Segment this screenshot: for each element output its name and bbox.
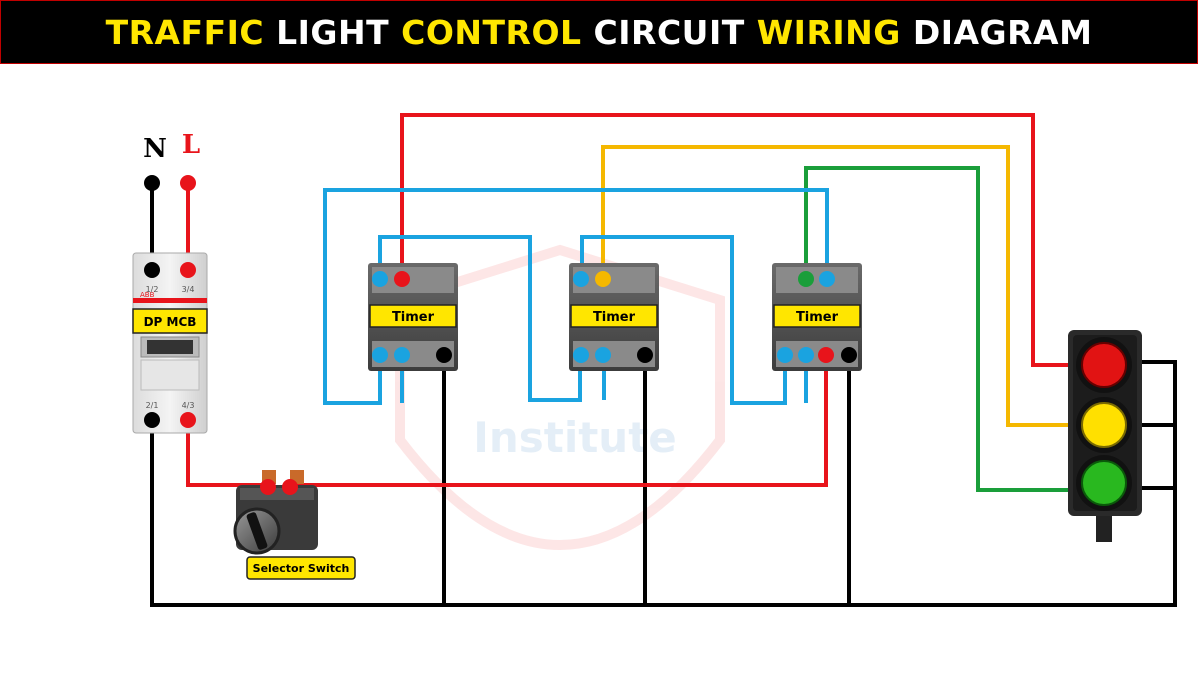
mcb-terminal-4: 4/3 — [182, 401, 195, 410]
title-bar: TRAFFIC LIGHT CONTROL CIRCUIT WIRING DIA… — [0, 0, 1198, 64]
wire-red-to-switch — [186, 420, 268, 487]
yellow-lamp — [1081, 402, 1127, 448]
mcb-terminal-3: 3/4 — [182, 285, 195, 294]
mcb-terminal-1: 1/2 — [146, 285, 159, 294]
timer-3-pin-bottom-4 — [841, 347, 857, 363]
timer-3-pin-bottom-2 — [798, 347, 814, 363]
mcb-bottom-right-terminal — [180, 412, 196, 428]
timer-1-pin-bottom-4 — [436, 347, 452, 363]
neutral-label: N — [143, 134, 167, 164]
timer-1-label: Timer — [392, 310, 435, 325]
title-word-1: TRAFFIC — [105, 12, 265, 52]
timer-3-label: Timer — [796, 310, 839, 325]
timer-1: Timer — [368, 263, 458, 371]
timer-3-pin-bottom-1 — [777, 347, 793, 363]
wire-blue-outer — [323, 188, 829, 405]
mcb-label: DP MCB — [144, 315, 197, 329]
mcb-top-left-terminal — [144, 262, 160, 278]
timer-2-label: Timer — [593, 310, 636, 325]
wire-red-lamp — [400, 113, 1080, 367]
title-word-5: WIRING — [756, 12, 901, 52]
timer-1-pin-bottom-1 — [372, 347, 388, 363]
wire-blue-t2-t3 — [580, 235, 787, 405]
traffic-light — [1068, 330, 1142, 542]
neutral-terminal — [144, 175, 160, 191]
mcb-top-right-terminal — [180, 262, 196, 278]
line-label: L — [182, 130, 200, 160]
timer-1-pin-bottom-2 — [394, 347, 410, 363]
wire-green-lamp — [804, 166, 1080, 492]
timer-3-pin-top-2 — [819, 271, 835, 287]
timer-2: Timer — [569, 263, 659, 371]
line-terminal — [180, 175, 196, 191]
wire-blue-t1-t2 — [378, 235, 582, 402]
watermark-text: Institute — [473, 413, 677, 462]
timer-2-pin-bottom-1 — [573, 347, 589, 363]
selector-switch-label-box — [246, 556, 356, 580]
mcb-terminal-2: 2/1 — [146, 401, 159, 410]
watermark: Institute — [395, 244, 725, 550]
timer-3-pin-top-1 — [798, 271, 814, 287]
timer-3-pin-bottom-3 — [818, 347, 834, 363]
selector-switch-label: Selector Switch — [253, 562, 350, 575]
wire-black-common — [150, 360, 1177, 607]
timer-1-pin-top-1 — [372, 271, 388, 287]
green-lamp — [1081, 460, 1127, 506]
wire-red-switch-out — [292, 355, 828, 487]
timer-3: Timer — [772, 263, 862, 371]
title-word-4: CIRCUIT — [593, 12, 745, 52]
timer-2-pin-top-1 — [573, 271, 589, 287]
timer-1-pin-top-2 — [394, 271, 410, 287]
mcb-bottom-left-terminal — [144, 412, 160, 428]
mcb-brand: ABB — [140, 291, 155, 299]
red-lamp — [1081, 342, 1127, 388]
title-word-6: DIAGRAM — [912, 12, 1093, 52]
title-word-2: LIGHT — [276, 12, 390, 52]
selector-switch[interactable] — [233, 470, 318, 555]
timer-2-pin-top-2 — [595, 271, 611, 287]
timer-2-pin-bottom-2 — [595, 347, 611, 363]
title-word-3: CONTROL — [401, 12, 582, 52]
dp-mcb: ABB 1/2 3/4 2/1 4/3 DP MCB — [132, 252, 208, 434]
wires — [150, 113, 1177, 607]
timer-2-pin-bottom-4 — [637, 347, 653, 363]
